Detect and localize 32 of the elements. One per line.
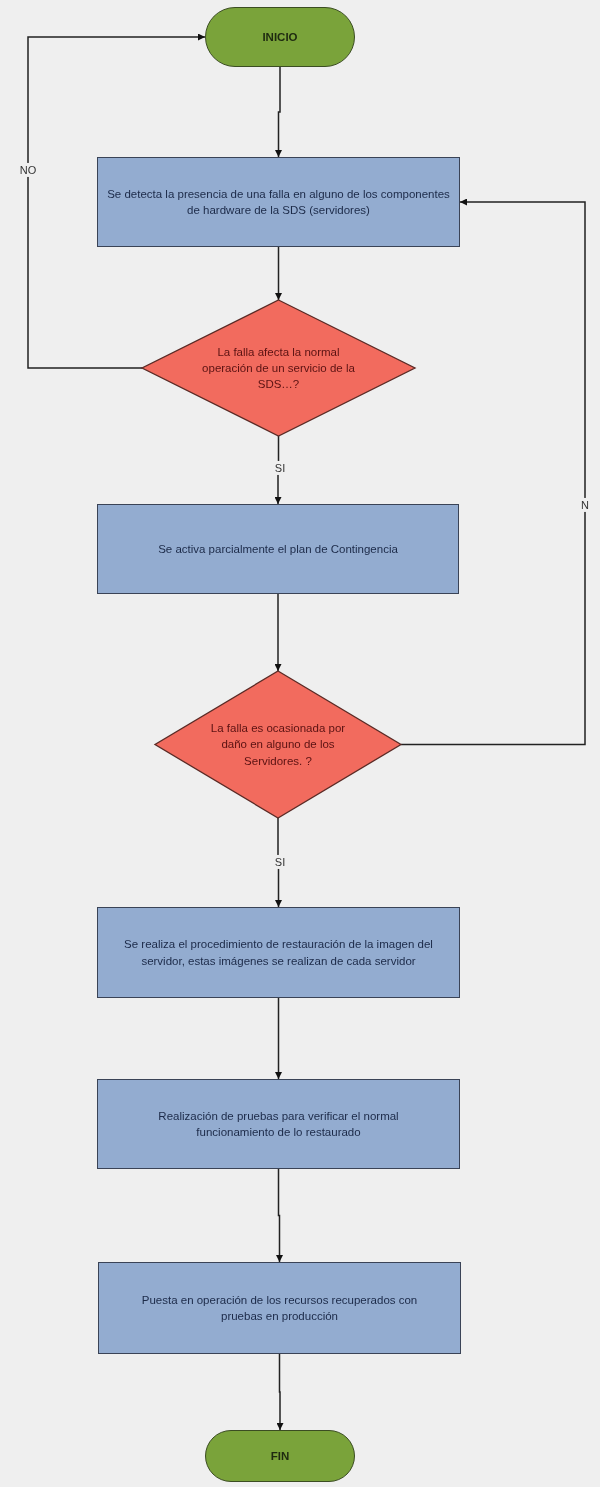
process-box	[97, 504, 459, 594]
node-text: Puesta en operación de los recursos recuperados con pruebas en producción	[140, 1292, 419, 1324]
edge-label: NO	[18, 162, 38, 178]
arrow	[274, 435, 282, 505]
process-box	[98, 1262, 461, 1354]
node-text: La falla afecta la normal operación de un servicio de la SDS…?	[201, 344, 356, 393]
arrow	[276, 1353, 284, 1431]
arrow	[274, 593, 282, 672]
arrow	[275, 817, 282, 908]
arrow	[275, 246, 282, 301]
node-text: Se realiza el procedimiento de restauración de la imagen del servidor, estas imágenes se realizan de cada servidor	[123, 937, 434, 969]
edge-label: SI	[273, 854, 287, 870]
node-text: FIN	[270, 1448, 290, 1464]
arrow	[400, 198, 586, 746]
arrow	[275, 66, 282, 158]
node-text: INICIO	[262, 29, 298, 45]
edge-label: N	[580, 497, 590, 513]
process-box	[97, 907, 460, 998]
arrow	[276, 1168, 283, 1263]
arrow	[27, 33, 206, 369]
node-text: Realización de pruebas para verificar el normal funcionamiento de lo restaurado	[157, 1108, 400, 1140]
decision-diamond	[155, 671, 401, 818]
node-text: Se activa parcialmente el plan de Contingencia	[158, 541, 398, 557]
node-text: Se detecta la presencia de una falla en alguno de los componentes de hardware de la SDS (servidores)	[106, 186, 451, 218]
node-text: La falla es ocasionada por daño en alguno de los Servidores. ?	[209, 721, 347, 769]
process-box	[97, 1079, 460, 1169]
process-box	[97, 157, 460, 247]
arrow	[275, 997, 282, 1080]
edge-label: SI	[273, 460, 287, 476]
decision-diamond	[142, 300, 415, 436]
terminator-pill	[205, 1430, 355, 1482]
terminator-pill	[205, 7, 355, 67]
